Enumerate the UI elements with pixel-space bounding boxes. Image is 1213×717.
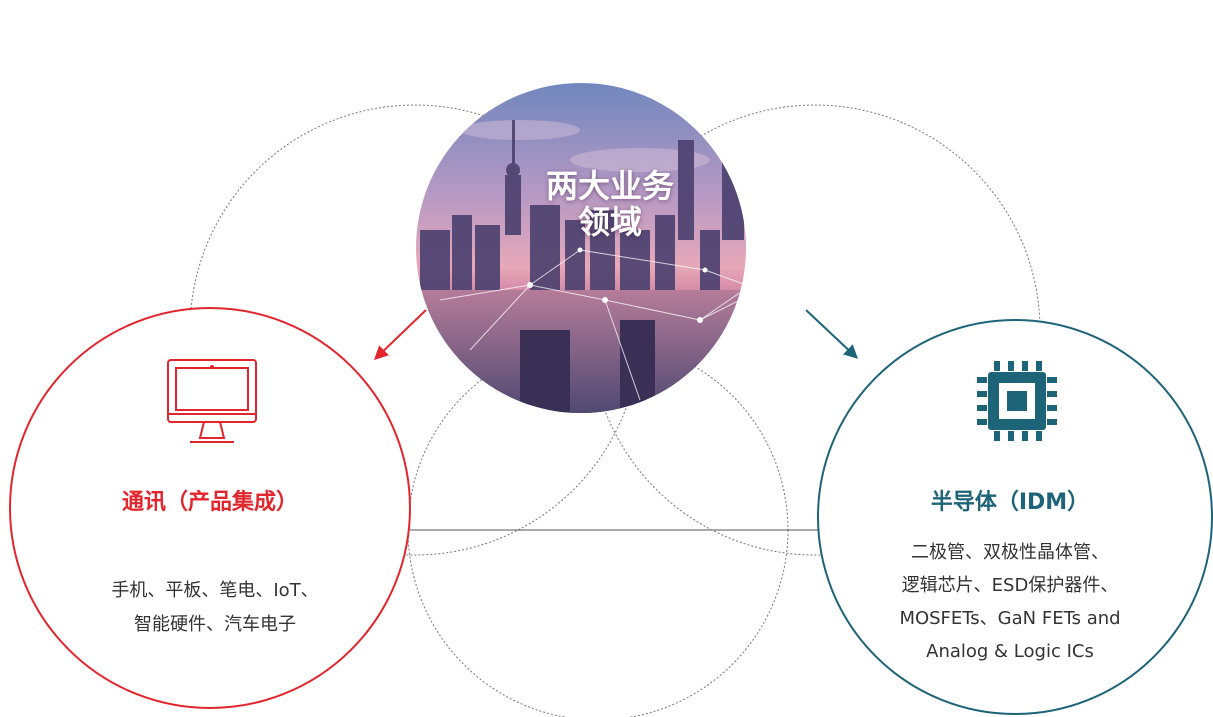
- center-title-line-1: 两大业务: [545, 167, 674, 205]
- right-desc-line-1: 二极管、双极性晶体管、: [911, 542, 1109, 563]
- center-photo: [416, 83, 746, 413]
- left-desc-line-1: 手机、平板、笔电、IoT、: [111, 580, 319, 601]
- right-desc-line-4: Analog & Logic ICs: [926, 641, 1094, 662]
- center-title: 两大业务 领域: [490, 168, 730, 240]
- right-desc-line-3: MOSFETs、GaN FETs and: [899, 608, 1121, 629]
- right-desc-line-2: 逻辑芯片、ESD保护器件、: [901, 575, 1119, 596]
- arrow-right: [805, 309, 859, 359]
- left-domain-title: 通讯（产品集成）: [121, 490, 298, 515]
- right-domain-description: 二极管、双极性晶体管、 逻辑芯片、ESD保护器件、 MOSFETs、GaN FE…: [840, 536, 1180, 668]
- chip-icon: [977, 361, 1057, 441]
- center-title-line-2: 领域: [577, 203, 642, 241]
- right-domain-circle: [817, 319, 1213, 715]
- left-desc-line-2: 智能硬件、汽车电子: [134, 614, 296, 635]
- arrow-left: [373, 309, 427, 360]
- right-domain-title: 半导体（IDM）: [930, 490, 1090, 515]
- left-domain-circle: [9, 307, 411, 709]
- left-domain-description: 手机、平板、笔电、IoT、 智能硬件、汽车电子: [50, 574, 380, 642]
- monitor-icon: [167, 359, 257, 443]
